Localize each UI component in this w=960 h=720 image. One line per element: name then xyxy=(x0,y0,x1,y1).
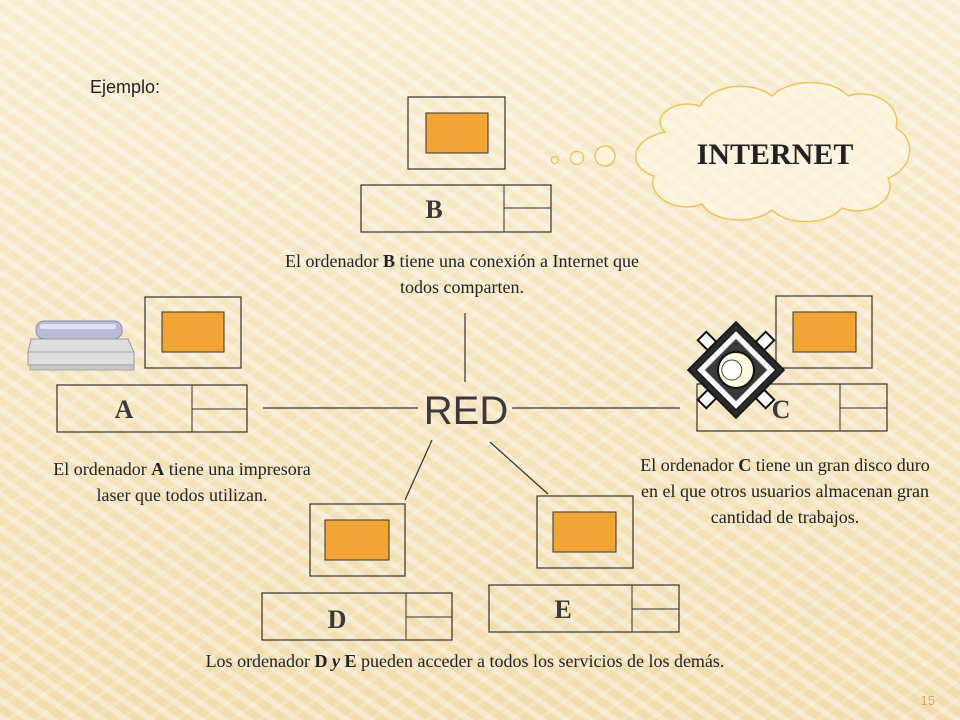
computer-label-c: C xyxy=(772,395,791,424)
caption-b-text-2: tiene una conexión a Internet que todos … xyxy=(395,251,639,297)
computer-d: D xyxy=(261,503,453,641)
caption-de-text-1: Los ordenador xyxy=(205,651,315,671)
thought-bubble-medium xyxy=(569,150,585,166)
caption-b-bold: B xyxy=(383,251,396,271)
thought-bubble-small xyxy=(550,155,560,165)
caption-c-bold: C xyxy=(738,455,752,475)
printer-icon xyxy=(27,320,135,371)
monitor-e xyxy=(536,495,634,569)
caption-computer-c: El ordenador C tiene un gran disco duro … xyxy=(640,452,930,530)
screen-e xyxy=(552,511,617,553)
screen-b xyxy=(425,112,489,154)
monitor-c xyxy=(775,295,873,369)
caption-a-text-1: El ordenador xyxy=(53,459,152,479)
computer-label-e: E xyxy=(554,595,571,624)
network-links xyxy=(263,313,680,501)
link-d xyxy=(404,439,433,501)
caption-computers-d-e: Los ordenador D y E pueden acceder a tod… xyxy=(90,648,840,674)
network-label: RED xyxy=(424,389,508,433)
caption-de-mid: y xyxy=(327,651,345,671)
caption-de-text-2: pueden acceder a todos los servicios de … xyxy=(356,651,725,671)
computer-e: E xyxy=(488,495,680,633)
internet-cloud xyxy=(550,81,911,223)
page-number: 15 xyxy=(920,693,935,708)
cloud-shape xyxy=(635,81,911,223)
computer-label-d: D xyxy=(328,605,347,634)
internet-label: INTERNET xyxy=(697,138,854,171)
caption-de-bold-d: D xyxy=(314,651,328,671)
thought-bubble-large xyxy=(594,145,616,167)
link-e xyxy=(489,441,549,495)
monitor-a xyxy=(144,296,242,369)
slide-heading: Ejemplo: xyxy=(90,77,161,97)
monitor-b xyxy=(407,96,506,170)
monitor-d xyxy=(309,503,406,577)
computer-label-b: B xyxy=(425,195,442,224)
caption-de-bold-e: E xyxy=(344,651,357,671)
computer-b: B xyxy=(360,96,552,233)
caption-c-text-2: tiene un gran disco duro en el que otros… xyxy=(641,455,930,527)
caption-c-text-1: El ordenador xyxy=(640,455,739,475)
caption-a-bold: A xyxy=(151,459,165,479)
caption-a-text-2: tiene una impresora laser que todos util… xyxy=(96,459,311,505)
screen-a xyxy=(161,311,225,353)
caption-b-text-1: El ordenador xyxy=(285,251,384,271)
screen-c xyxy=(792,311,857,353)
computer-label-a: A xyxy=(115,395,134,424)
computer-a: A xyxy=(56,296,248,433)
screen-d xyxy=(324,519,390,561)
caption-computer-a: El ordenador A tiene una impresora laser… xyxy=(52,456,312,508)
cpu-chip-icon xyxy=(686,320,786,420)
computer-c: C xyxy=(696,295,888,432)
caption-computer-b: El ordenador B tiene una conexión a Inte… xyxy=(276,248,648,300)
